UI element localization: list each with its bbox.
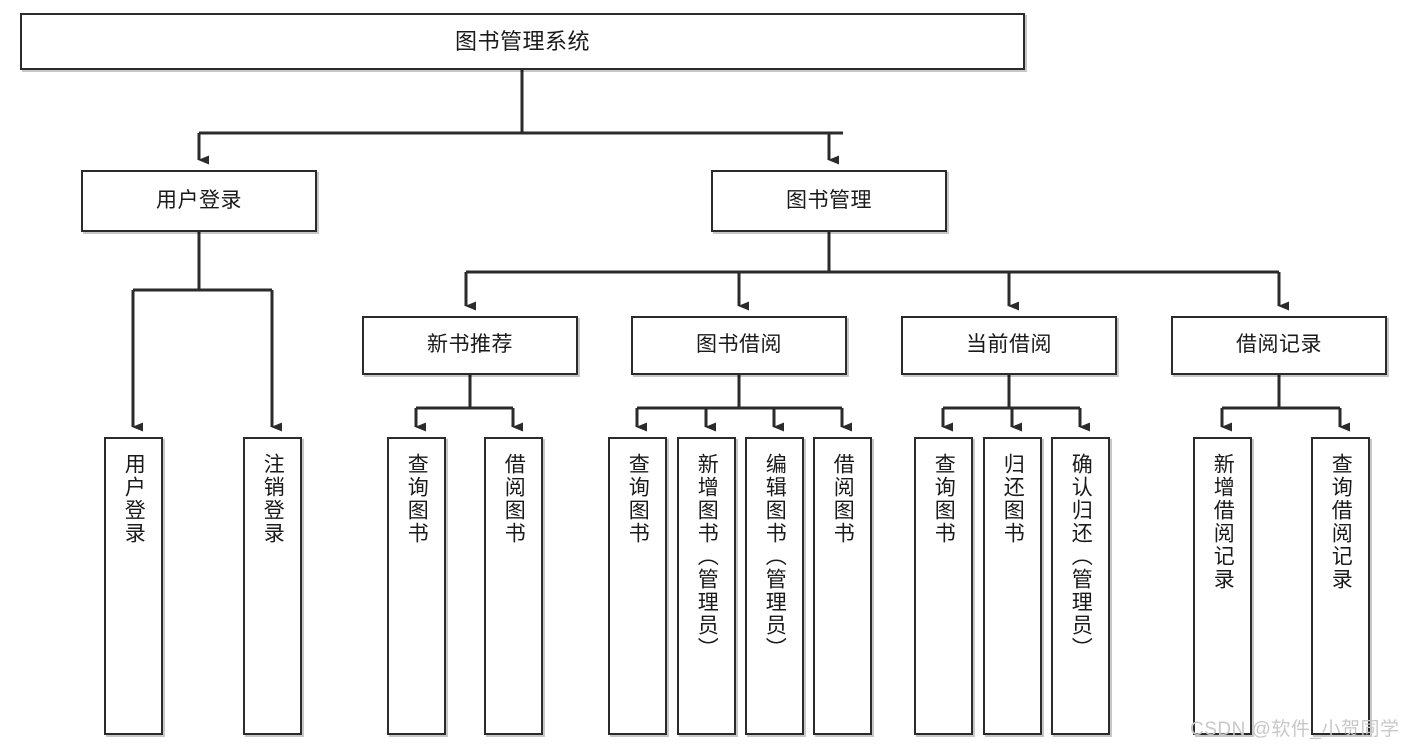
node-book-management[interactable]: 图书管理 (711, 170, 947, 232)
node-label: 编辑图书（管理员） (763, 453, 787, 660)
node-label: 图书借阅 (696, 333, 782, 357)
node-user-login[interactable]: 用户登录 (81, 170, 317, 232)
node-label: 新书推荐 (427, 333, 513, 357)
node-label: 新增图书（管理员） (695, 453, 719, 660)
node-new-book-recommend[interactable]: 新书推荐 (362, 316, 578, 375)
node-leaf-return-book[interactable]: 归还图书 (983, 437, 1042, 735)
node-label: 新增借阅记录 (1211, 453, 1235, 591)
node-label: 图书管理 (786, 188, 872, 212)
node-leaf-user-login[interactable]: 用户登录 (104, 437, 163, 735)
node-label: 借阅记录 (1236, 333, 1322, 357)
node-label: 查询图书 (405, 453, 429, 545)
node-leaf-add-book[interactable]: 新增图书（管理员） (677, 437, 736, 735)
node-leaf-add-record[interactable]: 新增借阅记录 (1193, 437, 1252, 735)
node-label: 用户登录 (156, 188, 242, 212)
node-label: 查询图书 (626, 453, 650, 545)
node-leaf-query-book-1[interactable]: 查询图书 (387, 437, 446, 735)
node-leaf-query-record[interactable]: 查询借阅记录 (1311, 437, 1370, 735)
node-leaf-borrow-book-2[interactable]: 借阅图书 (813, 437, 872, 735)
node-leaf-confirm-return[interactable]: 确认归还（管理员） (1051, 437, 1110, 735)
node-label: 借阅图书 (502, 453, 526, 545)
node-root-图书管理系统[interactable]: 图书管理系统 (20, 13, 1025, 70)
node-leaf-user-logout[interactable]: 注销登录 (243, 437, 302, 735)
node-label: 查询图书 (932, 453, 956, 545)
node-leaf-query-book-2[interactable]: 查询图书 (608, 437, 667, 735)
node-label: 借阅图书 (831, 453, 855, 545)
node-label: 确认归还（管理员） (1069, 453, 1093, 660)
node-leaf-borrow-book-1[interactable]: 借阅图书 (484, 437, 543, 735)
node-label: 用户登录 (122, 453, 146, 545)
node-leaf-query-book-3[interactable]: 查询图书 (914, 437, 973, 735)
node-borrow-record[interactable]: 借阅记录 (1171, 316, 1387, 375)
node-label: 图书管理系统 (454, 28, 590, 54)
node-label: 查询借阅记录 (1329, 453, 1353, 591)
node-current-borrow[interactable]: 当前借阅 (901, 316, 1117, 375)
node-label: 归还图书 (1001, 453, 1025, 545)
node-book-borrow[interactable]: 图书借阅 (631, 316, 847, 375)
node-leaf-edit-book[interactable]: 编辑图书（管理员） (745, 437, 804, 735)
node-label: 当前借阅 (966, 333, 1052, 357)
node-label: 注销登录 (261, 453, 285, 545)
